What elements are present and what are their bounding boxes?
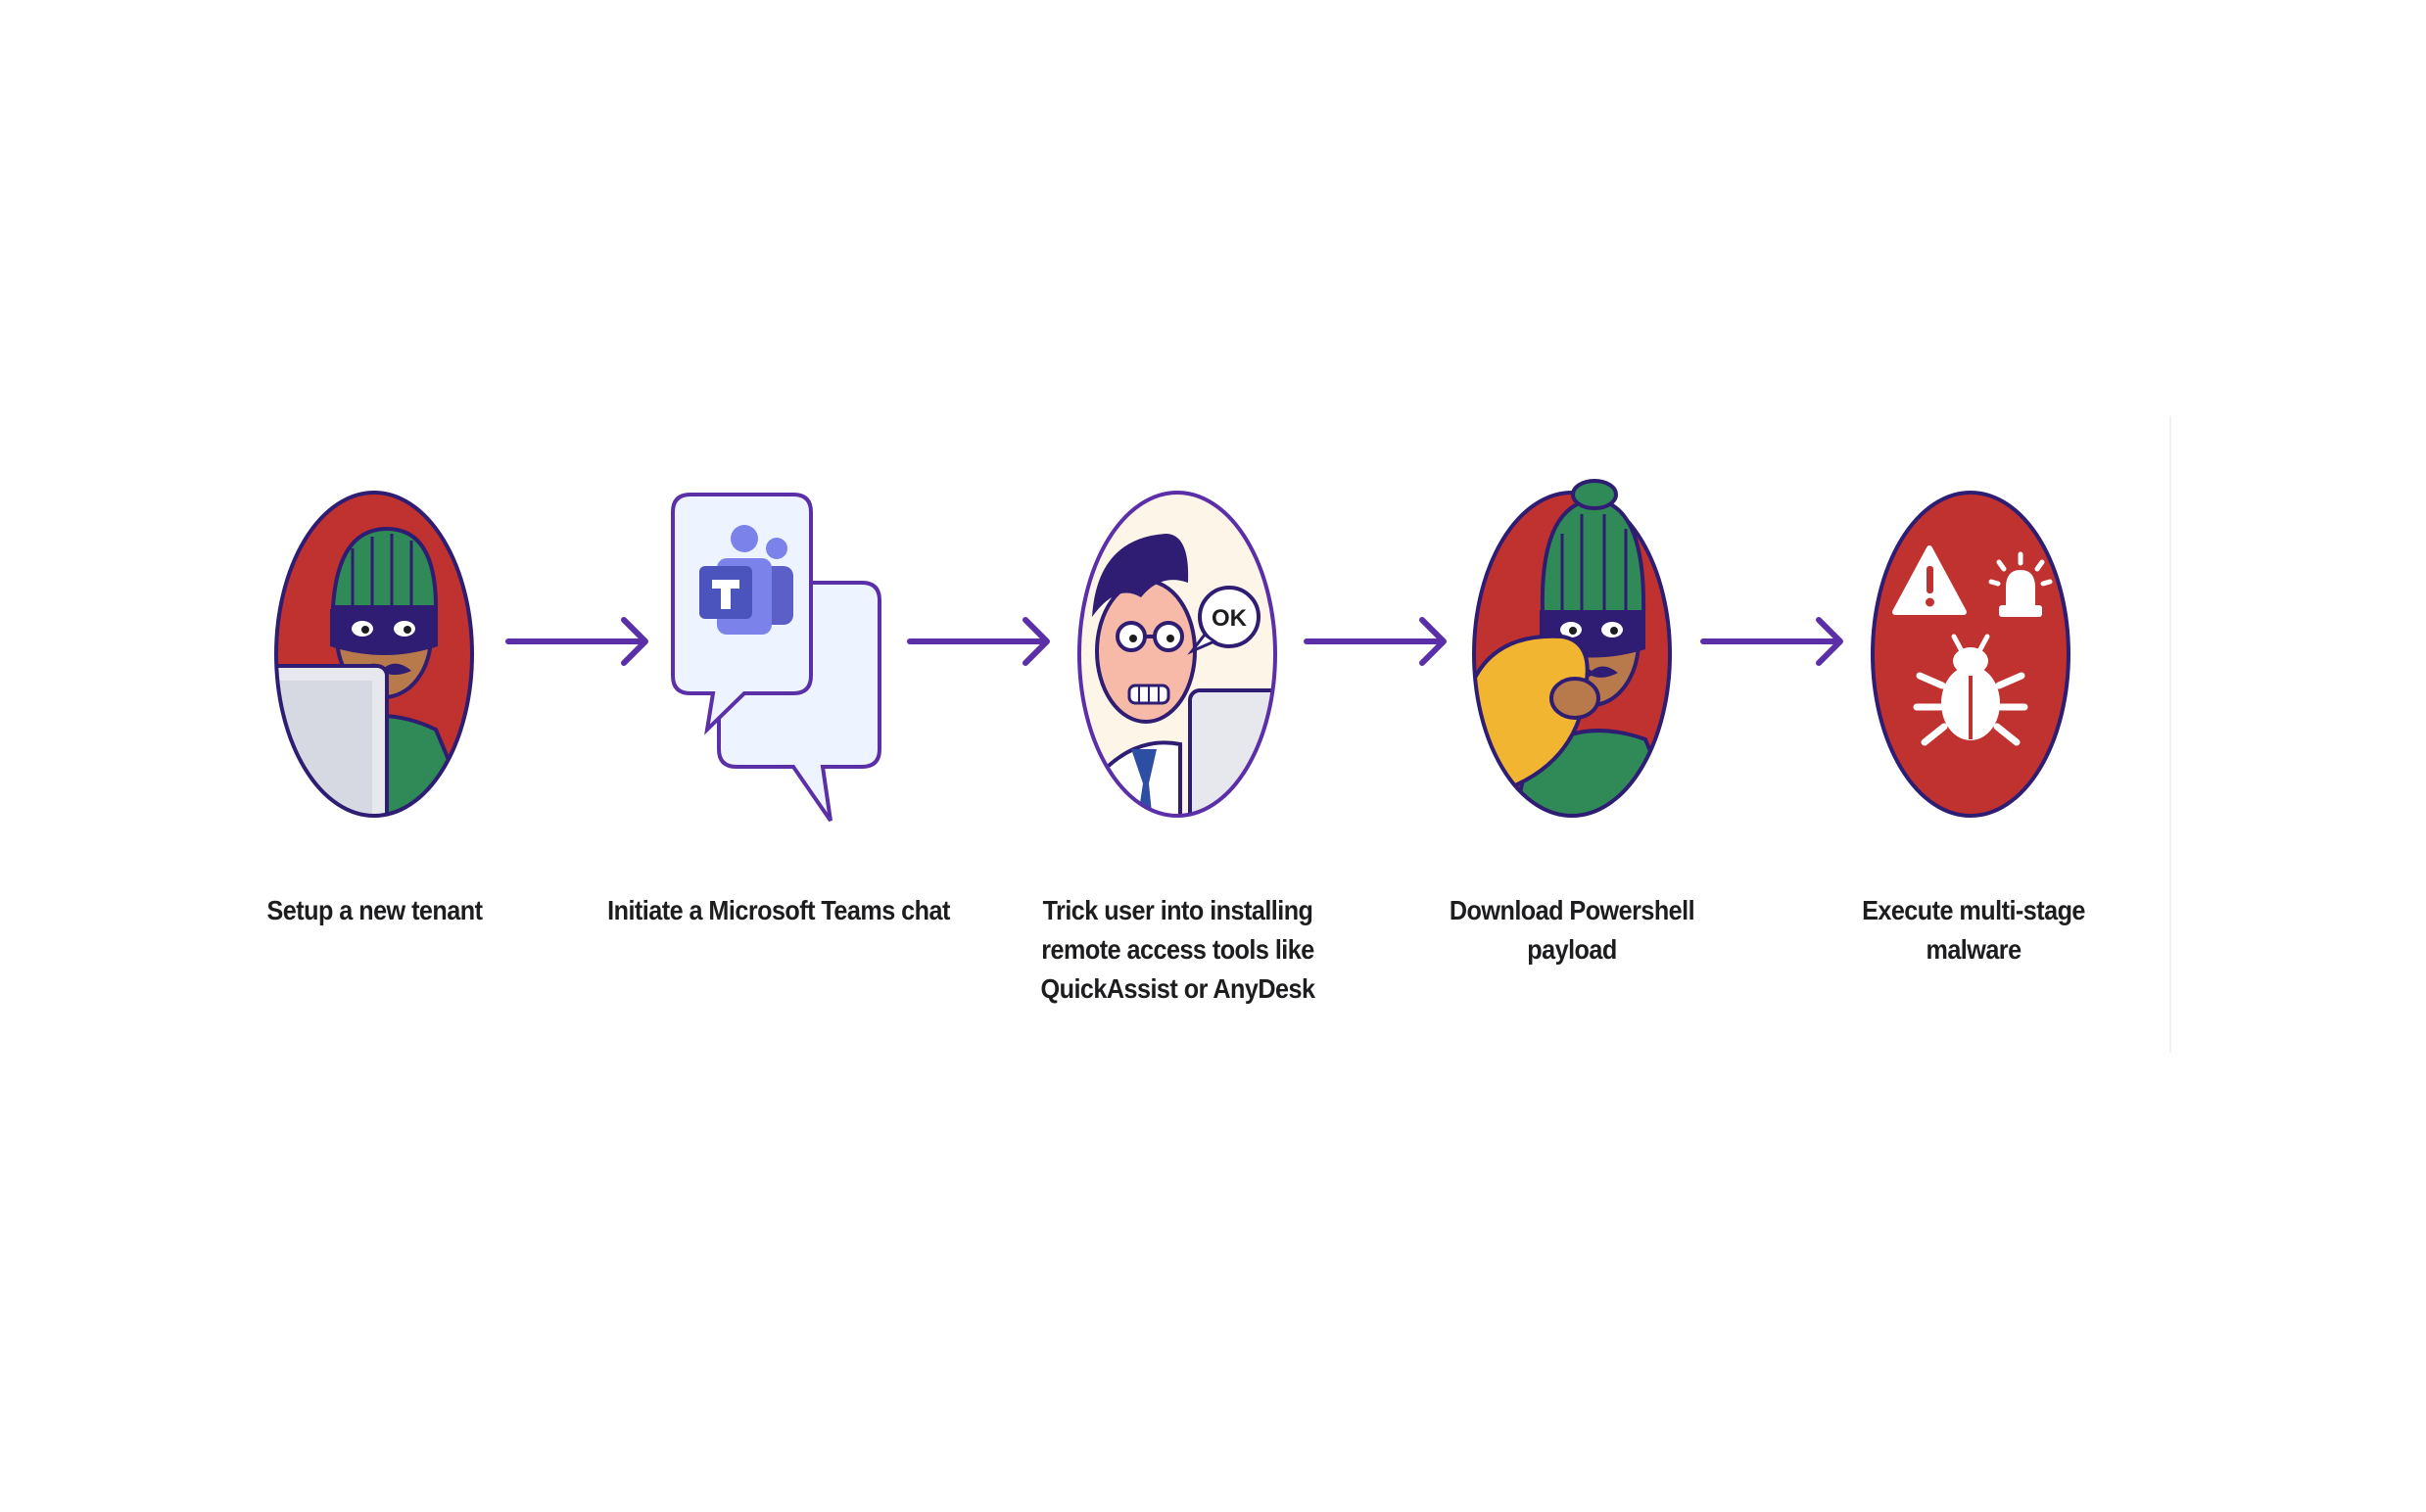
step-label-trick-user: Trick user into installing remote access… (1040, 895, 1315, 1004)
flow-arrow (505, 617, 648, 666)
user-saying-ok-icon: OK (1077, 491, 1277, 818)
ok-speech-text: OK (1212, 605, 1248, 632)
step-label-teams-chat: Initiate a Microsoft Teams chat (607, 895, 950, 925)
step-label-execute-malware: Execute multi-stage malware (1862, 895, 2085, 965)
flow-arrow (907, 617, 1050, 666)
divider-line (2169, 416, 2171, 1053)
step-label-setup-tenant: Setup a new tenant (266, 895, 483, 925)
hacker-with-loot-bag-icon (1472, 479, 1672, 818)
flow-arrow (1700, 617, 1843, 666)
teams-chat-bubbles-icon (671, 493, 881, 823)
hacker-at-computer-icon (274, 491, 474, 818)
malware-alert-icon (1871, 491, 2070, 818)
flow-arrow (1304, 617, 1447, 666)
step-label-download-payload: Download Powershell payload (1449, 895, 1695, 965)
